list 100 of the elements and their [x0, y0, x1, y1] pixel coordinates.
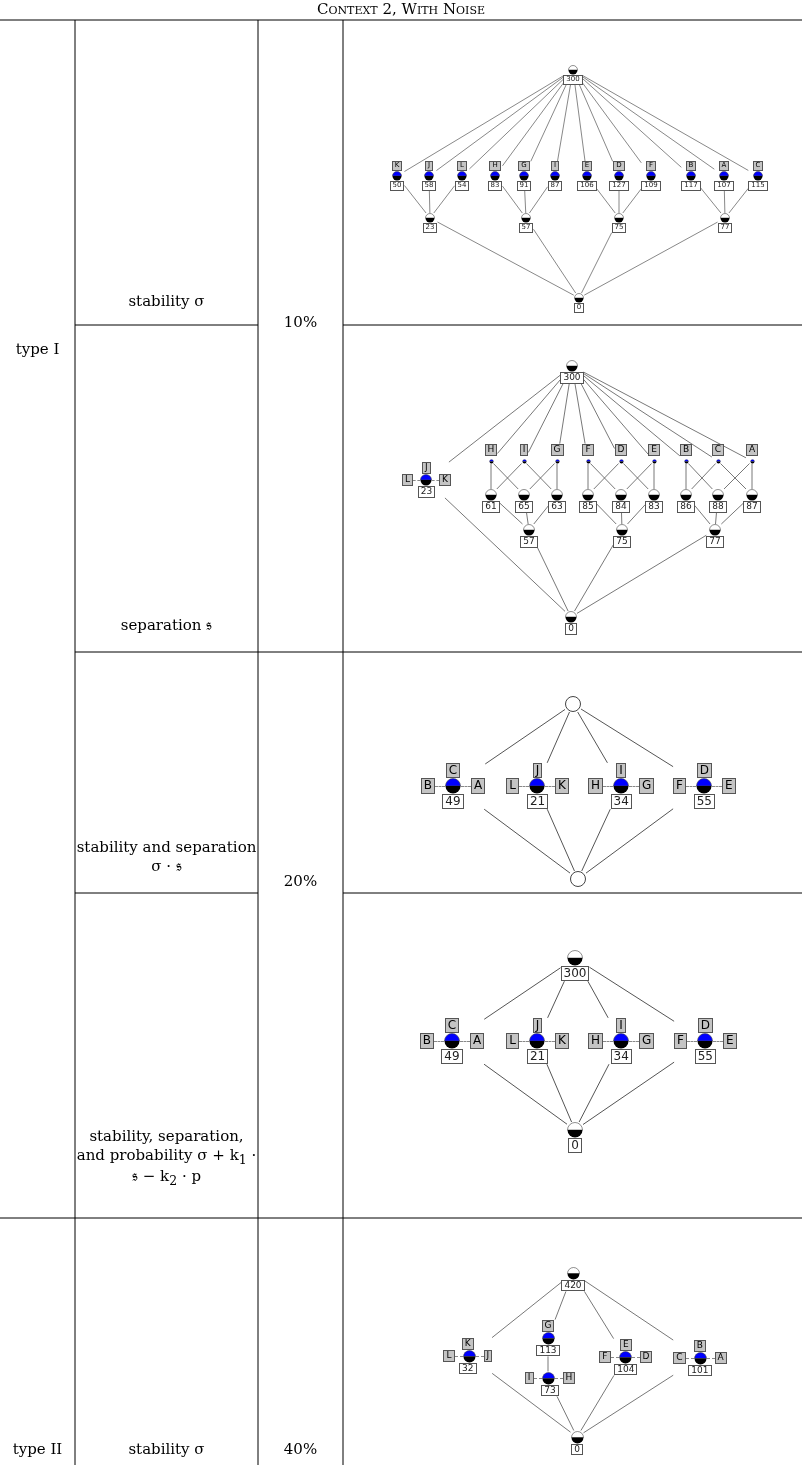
connector-line [596, 503, 617, 525]
connector-line [580, 708, 674, 768]
connector-line [576, 534, 707, 614]
connector-line [429, 190, 431, 214]
connector-line [546, 808, 575, 872]
object-count: 83 [645, 501, 663, 513]
object-count: 49 [442, 794, 464, 810]
attribute-label: F [674, 1033, 687, 1049]
method-label: separation 𝔰 [120, 616, 213, 634]
attribute-label: E [723, 1033, 737, 1049]
attribute-label: L [506, 778, 519, 794]
attribute-label: G [541, 1319, 555, 1332]
attribute-label: H [562, 1372, 576, 1384]
object-count: 77 [706, 536, 724, 548]
attribute-label: I [519, 443, 529, 456]
connector-line [546, 1063, 573, 1123]
connector-line [582, 1061, 675, 1125]
object-count: 73 [541, 1384, 559, 1397]
object-count: 21 [526, 1049, 549, 1065]
connector-line [584, 1291, 614, 1339]
connector-line [574, 84, 586, 162]
connector-line [433, 185, 455, 214]
object-count: 300 [560, 966, 590, 982]
object-count: 49 [441, 1049, 463, 1065]
object-count: 55 [694, 1049, 716, 1065]
object-count: 0 [571, 1443, 583, 1456]
diagram-title: Context 2, With Noise [317, 0, 485, 18]
connector-line [581, 232, 612, 294]
attribute-label: C [445, 762, 461, 778]
object-count: 55 [693, 794, 715, 810]
connector-line [583, 371, 747, 459]
connector-line [720, 502, 744, 525]
object-count: 84 [612, 501, 630, 513]
connector-line [751, 463, 753, 490]
connector-line [530, 84, 567, 162]
connector-line [502, 185, 523, 214]
connector-line [584, 1280, 674, 1341]
noise-percentage: 20% [283, 872, 318, 890]
connector-line [491, 1372, 571, 1433]
connector-line [491, 1281, 562, 1338]
attribute-label: L [506, 1033, 519, 1049]
attribute-label: D [639, 1351, 653, 1363]
attribute-label: E [722, 778, 736, 794]
connector-line [547, 980, 565, 1019]
connector-line [444, 497, 566, 612]
connector-line [537, 547, 569, 612]
method-label: stability and separation σ · 𝔰 [76, 838, 257, 875]
object-count: 113 [536, 1344, 560, 1357]
attribute-label: J [532, 762, 543, 778]
attribute-label: F [582, 443, 594, 456]
connector-line [579, 84, 613, 162]
attribute-label: J [532, 1017, 543, 1033]
object-count: 34 [610, 794, 632, 810]
method-label: stability σ [128, 1440, 205, 1458]
row-header: type II [12, 1440, 63, 1458]
connector-line [436, 76, 564, 171]
attribute-label: D [614, 443, 628, 456]
attribute-label: G [639, 1033, 655, 1049]
attribute-label: B [419, 1033, 434, 1049]
connector-line [728, 188, 749, 214]
connector-line [556, 1396, 575, 1431]
attribute-label: A [745, 443, 759, 456]
connector-line [483, 1063, 568, 1125]
connector-line [583, 379, 649, 455]
connector-line [502, 82, 564, 167]
connector-line [404, 185, 427, 214]
attribute-label: B [693, 1339, 707, 1352]
connector-line [583, 1374, 674, 1434]
attribute-label: I [616, 762, 626, 778]
connector-line [724, 190, 726, 214]
attribute-label: K [555, 1033, 569, 1049]
method-label: stability, separation, and probability σ + k$_{1}$ · 𝔰 − k$_{2}$ · p [76, 1127, 257, 1186]
connector-line [627, 504, 646, 525]
attribute-label: F [673, 778, 686, 794]
attribute-label: C [444, 1017, 460, 1033]
connector-line [588, 966, 675, 1022]
attribute-label: K [555, 778, 569, 794]
object-count: 88 [709, 501, 727, 513]
connector-line [490, 463, 492, 490]
connector-line [557, 84, 571, 162]
connector-line [583, 373, 713, 458]
attribute-label: G [639, 778, 655, 794]
attribute-label: C [711, 443, 725, 456]
attribute-label: D [696, 762, 712, 778]
noise-percentage: 40% [283, 1440, 318, 1458]
object-count: 85 [579, 501, 597, 513]
connector-line [533, 228, 577, 294]
connector-line [700, 187, 722, 214]
attribute-label: B [679, 443, 693, 456]
connector-line [554, 1291, 567, 1320]
connector-line [448, 374, 561, 463]
connector-line [580, 1375, 615, 1431]
connector-line [556, 463, 558, 490]
attribute-label: K [461, 1337, 474, 1350]
connector-line [469, 78, 564, 170]
object-count: 63 [548, 501, 566, 513]
connector-line [529, 186, 548, 214]
connector-line [581, 808, 611, 872]
attribute-label: E [620, 1338, 632, 1351]
object-count: 104 [614, 1363, 638, 1376]
